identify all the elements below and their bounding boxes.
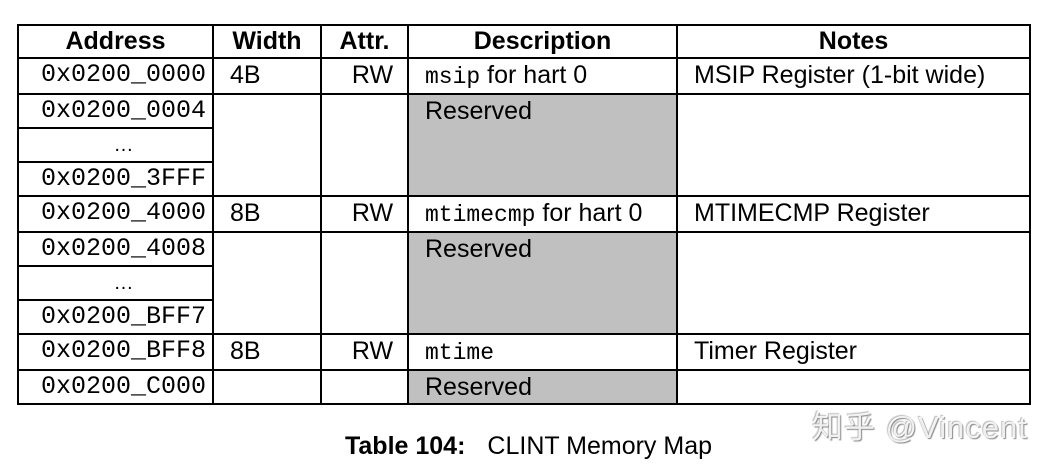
caption-label: Table 104: bbox=[344, 432, 466, 460]
attr-cell: RW bbox=[320, 57, 409, 95]
header-notes: Notes bbox=[676, 24, 1031, 59]
address-cell: 0x0200_BFF7 bbox=[17, 299, 214, 335]
table-row: … bbox=[17, 265, 1030, 301]
register-name: mtimecmp bbox=[425, 202, 536, 228]
table-row: 0x0200_4000 8B RW mtimecmp for hart 0 MT… bbox=[17, 195, 1031, 233]
address-ellipsis-cell: … bbox=[17, 265, 214, 301]
address-cell: 0x0200_0004 bbox=[17, 93, 214, 129]
header-width: Width bbox=[212, 24, 322, 59]
watermark: 知乎 @Vincent bbox=[812, 410, 1028, 445]
header-attr: Attr. bbox=[320, 24, 409, 59]
notes-cell bbox=[676, 231, 1031, 335]
register-name: mtime bbox=[425, 340, 495, 366]
address-cell: 0x0200_0000 bbox=[17, 57, 214, 95]
table-row: 0x0200_0000 4B RW msip for hart 0 MSIP R… bbox=[17, 57, 1031, 95]
address-cell: 0x0200_4008 bbox=[17, 231, 214, 267]
reserved-cell: Reserved bbox=[407, 369, 678, 405]
header-description: Description bbox=[407, 24, 678, 59]
attr-cell bbox=[320, 93, 409, 197]
description-text: for hart 0 bbox=[480, 61, 588, 89]
notes-cell: Timer Register bbox=[676, 333, 1031, 371]
address-cell: 0x0200_BFF8 bbox=[17, 333, 214, 371]
table-caption: Table 104: CLINT Memory Map bbox=[0, 428, 1057, 464]
notes-cell: MSIP Register (1-bit wide) bbox=[676, 57, 1031, 95]
address-cell: 0x0200_3FFF bbox=[17, 161, 214, 197]
table-header-row: Address Width Attr. Description Notes bbox=[17, 24, 1031, 59]
table-row: 0x0200_C000 Reserved bbox=[17, 369, 1031, 405]
width-cell bbox=[212, 369, 322, 405]
width-cell: 4B bbox=[212, 57, 322, 95]
reserved-cell: Reserved bbox=[407, 231, 678, 335]
address-cell: 0x0200_4000 bbox=[17, 195, 214, 233]
table-row: … bbox=[17, 127, 1030, 163]
width-cell bbox=[212, 231, 322, 335]
attr-cell: RW bbox=[320, 195, 409, 233]
width-cell: 8B bbox=[212, 333, 322, 371]
description-text: for hart 0 bbox=[535, 199, 643, 227]
caption-title: CLINT Memory Map bbox=[487, 432, 713, 460]
width-cell bbox=[212, 93, 322, 197]
description-cell: msip for hart 0 bbox=[407, 57, 678, 95]
clint-memory-map-table: Address Width Attr. Description Notes 0x… bbox=[17, 24, 1031, 405]
address-ellipsis-cell: … bbox=[17, 127, 214, 163]
table-row: 0x0200_BFF8 8B RW mtime Timer Register bbox=[17, 333, 1031, 371]
description-cell: mtime bbox=[407, 333, 678, 371]
attr-cell: RW bbox=[320, 333, 409, 371]
width-cell: 8B bbox=[212, 195, 322, 233]
notes-cell bbox=[676, 369, 1031, 405]
header-address: Address bbox=[17, 24, 214, 59]
register-name: msip bbox=[425, 64, 481, 90]
notes-cell: MTIMECMP Register bbox=[676, 195, 1031, 233]
table-row: 0x0200_0004 Reserved bbox=[17, 93, 1031, 197]
attr-cell bbox=[320, 369, 409, 405]
address-cell: 0x0200_C000 bbox=[17, 369, 214, 405]
table-row: 0x0200_4008 Reserved bbox=[17, 231, 1031, 335]
table-row: 0x0200_BFF7 bbox=[17, 299, 1030, 335]
attr-cell bbox=[320, 231, 409, 335]
reserved-cell: Reserved bbox=[407, 93, 678, 197]
notes-cell bbox=[676, 93, 1031, 197]
description-cell: mtimecmp for hart 0 bbox=[407, 195, 678, 233]
table-row: 0x0200_3FFF bbox=[17, 161, 1030, 197]
